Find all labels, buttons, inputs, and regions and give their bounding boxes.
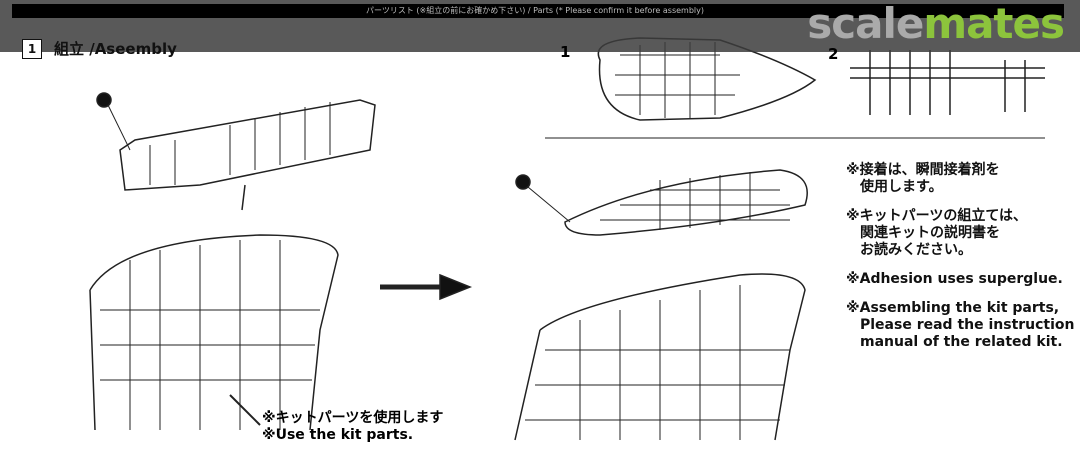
notes: ※接着は、瞬間接着剤を 使用します。 ※キットパーツの組立ては、 関連キットの説… — [846, 162, 1075, 363]
part-2-detail — [119, 99, 376, 191]
kit-note-en: ※Use the kit parts. — [262, 427, 414, 443]
callout-2 — [96, 92, 112, 108]
scalemates-logo[interactable]: scalemates — [807, 0, 1065, 48]
kit-note: ※キットパーツを使用します ※Use the kit parts. — [262, 410, 443, 444]
part-number-2: 2 — [828, 45, 839, 63]
callout-1 — [515, 174, 531, 190]
note-kit-jp: ※キットパーツの組立ては、 関連キットの説明書を お読みください。 — [846, 208, 1028, 258]
step-heading: 1 組立 /Aseembly — [22, 38, 177, 59]
hull-drawing-left — [89, 234, 339, 431]
part-number-1: 1 — [560, 43, 571, 61]
step-title: 組立 /Aseembly — [54, 40, 177, 58]
kit-note-jp: ※キットパーツを使用します — [262, 410, 444, 426]
part-2-drawing — [850, 50, 1045, 115]
hull-drawing-right — [514, 273, 806, 441]
part-1-detail — [564, 169, 808, 236]
note-glue-en: ※Adhesion uses superglue. — [846, 271, 1063, 287]
parts-list-bar — [12, 4, 1064, 18]
part-1-grid — [615, 42, 740, 118]
parts-list-text: パーツリスト (※組立の前にお確かめ下さい) / Parts (* Please… — [366, 6, 704, 15]
step-number: 1 — [22, 38, 42, 59]
note-glue-jp: ※接着は、瞬間接着剤を 使用します。 — [846, 162, 1000, 195]
note-kit-en: ※Assembling the kit parts, Please read t… — [846, 300, 1075, 350]
